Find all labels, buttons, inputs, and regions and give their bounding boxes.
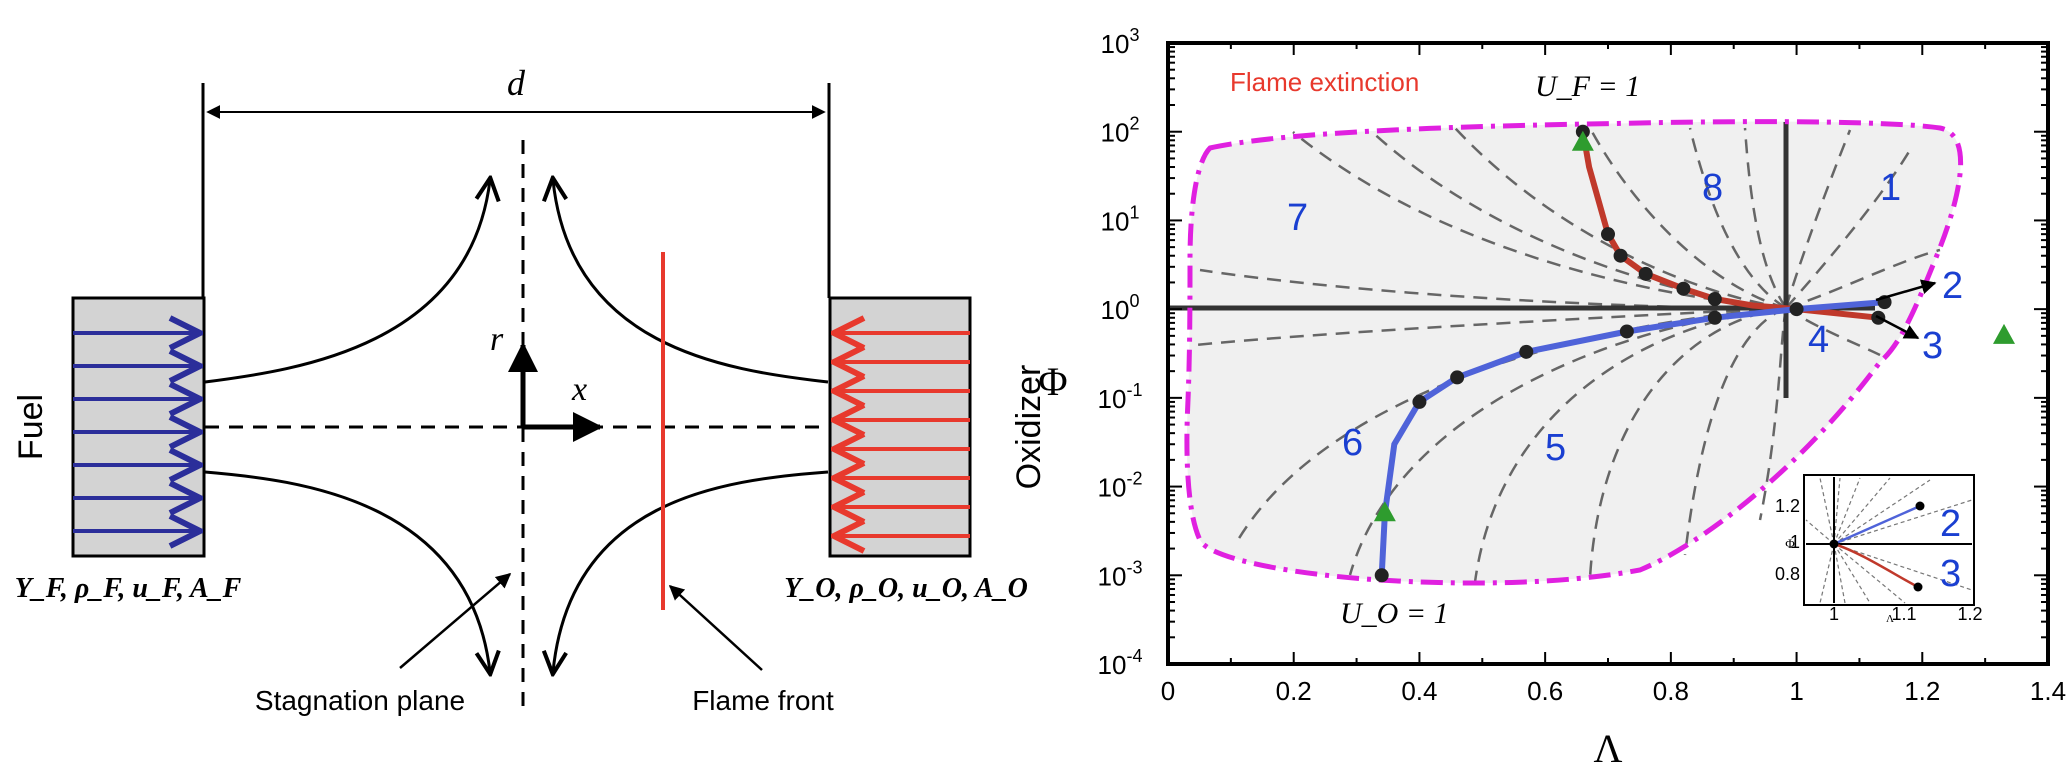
x-axis-label: x <box>571 371 587 408</box>
inset-point-2 <box>1915 501 1925 511</box>
region-3-label: 3 <box>1922 325 1943 367</box>
x-tick-label: 1 <box>1789 676 1803 706</box>
x-tick-label: 1.2 <box>1904 676 1940 706</box>
inset-ytick-2: 1 <box>1790 532 1800 552</box>
inset-xlabel: Λ <box>1886 613 1894 625</box>
region-6-label: 6 <box>1342 422 1363 464</box>
distance-label: d <box>507 63 526 103</box>
regime-plot: 0 0.2 0.4 0.6 0.8 1 1.2 1.4 103 102 101 100 10-1 10-… <box>1038 25 2066 771</box>
stagnation-callout-arrow <box>399 573 512 669</box>
y-tick-label: 10-4 <box>1098 646 1143 680</box>
curve-markers <box>1373 124 2015 583</box>
flame-callout-arrow <box>668 584 763 671</box>
label-3-arrow <box>1875 314 1920 340</box>
region-4-label: 4 <box>1808 319 1829 361</box>
uo-equals-one-label: U_O = 1 <box>1340 597 1449 630</box>
fuel-label: Fuel <box>12 394 50 460</box>
inset-label-3: 3 <box>1940 553 1961 595</box>
y-tick-label: 10-2 <box>1098 469 1143 503</box>
y-tick-label: 10-1 <box>1098 380 1143 414</box>
oxidizer-label: Oxidizer <box>1010 365 1048 490</box>
oxidizer-flow-arrows <box>834 333 970 536</box>
label-2-arrow <box>1875 279 1937 302</box>
x-tick-label: 1.4 <box>2030 676 2066 706</box>
x-tick-label: 0.8 <box>1653 676 1689 706</box>
x-tick-label: 0.6 <box>1527 676 1563 706</box>
inset-ytick-1: 1.2 <box>1775 496 1800 516</box>
inset-xtick-1: 1 <box>1829 604 1839 624</box>
curve-point <box>1374 568 1389 583</box>
region-8-label: 8 <box>1702 167 1723 209</box>
inset-xtick-3: 1.2 <box>1957 604 1982 624</box>
triangle-marker <box>1373 501 1396 522</box>
curve-point <box>1676 281 1691 296</box>
y-tick-label: 10-3 <box>1098 557 1143 591</box>
inset-ylabel: Φ <box>1785 536 1795 551</box>
inset-xtick-2: 1.1 <box>1891 604 1916 624</box>
region-5-label: 5 <box>1545 427 1566 469</box>
streamlines <box>204 180 829 672</box>
inset-blue-line <box>1833 504 1921 546</box>
x-tick-label: 0.4 <box>1401 676 1437 706</box>
inset-label-2: 2 <box>1940 503 1961 545</box>
extinction-domain-fill <box>1186 121 1961 583</box>
y-tick-label: 102 <box>1101 114 1140 148</box>
inset-point-3 <box>1913 582 1923 592</box>
inset-center-point <box>1829 539 1839 549</box>
curve-point <box>1450 370 1465 385</box>
inset-plot: 2 3 1.2 1 0.8 1 1.1 1.2 Λ Φ <box>1775 474 1983 625</box>
r-axis-label: r <box>490 321 504 358</box>
region-1-label: 1 <box>1880 167 1901 209</box>
y-axis-ticks: 103 102 101 100 10-1 10-2 10-3 10-4 <box>1098 25 2048 680</box>
stagnation-plane-label: Stagnation plane <box>255 685 465 716</box>
curve-point <box>1789 302 1804 317</box>
schematic: d <box>12 63 1048 716</box>
triangle-marker <box>1571 130 1594 151</box>
y-tick-label: 103 <box>1101 25 1140 59</box>
triangle-marker <box>1993 323 2015 344</box>
x-axis-title: Λ <box>1593 726 1622 771</box>
inset-guides <box>1805 477 1973 604</box>
flame-extinction-label: Flame extinction <box>1230 67 1419 97</box>
curve-point <box>1707 292 1722 307</box>
inset-red-line <box>1833 542 1919 589</box>
oxidizer-branch-curve <box>1378 299 1885 576</box>
oxidizer-properties: Y_O, ρ_O, u_O, A_O <box>784 573 1028 604</box>
fuel-branch-curve <box>1579 131 1879 321</box>
x-axis-ticks: 0 0.2 0.4 0.6 0.8 1 1.2 1.4 <box>1161 43 2066 706</box>
fuel-nozzle <box>71 296 206 558</box>
uf-equals-one-label: U_F = 1 <box>1535 70 1640 103</box>
x-tick-label: 0 <box>1161 676 1175 706</box>
region-2-label: 2 <box>1942 265 1963 307</box>
curve-point <box>1601 227 1615 242</box>
region-7-label: 7 <box>1287 197 1308 239</box>
oxidizer-nozzle <box>828 296 972 558</box>
extinction-boundary <box>1184 119 1963 586</box>
x-tick-label: 0.2 <box>1276 676 1312 706</box>
curve-point <box>1613 248 1628 263</box>
curve-point <box>1412 394 1427 409</box>
curve-point <box>1619 324 1634 339</box>
curve-point <box>1707 310 1722 325</box>
inset-ytick-3: 0.8 <box>1775 564 1800 584</box>
curve-point <box>1519 344 1534 359</box>
y-tick-label: 100 <box>1101 291 1140 325</box>
fuel-flow-arrows <box>73 333 200 531</box>
y-tick-label: 101 <box>1101 202 1140 236</box>
fuel-properties: Y_F, ρ_F, u_F, A_F <box>15 573 242 604</box>
flame-front-label: Flame front <box>692 685 834 716</box>
y-axis-title: Φ <box>1038 359 1067 404</box>
curve-point <box>1638 266 1653 281</box>
